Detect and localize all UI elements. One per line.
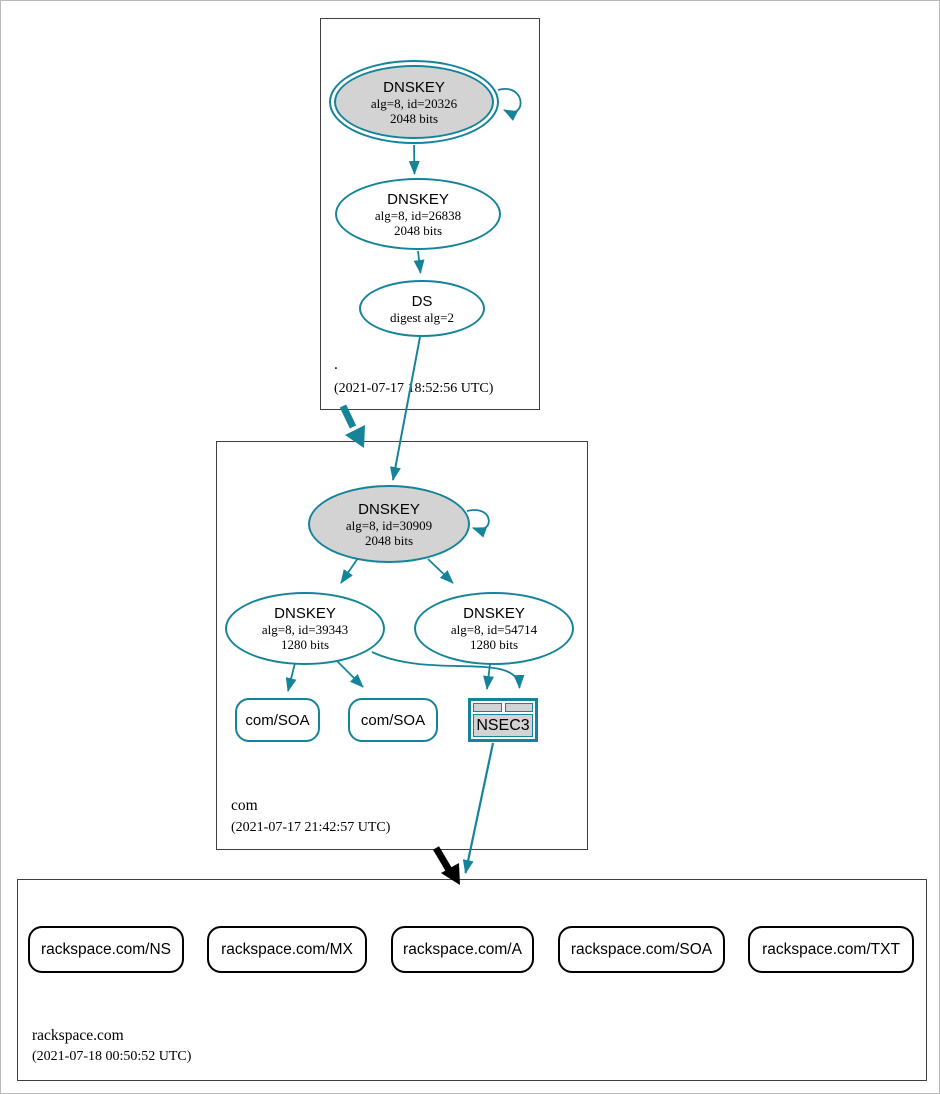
node-title: DNSKEY (358, 500, 420, 518)
zone-timestamp-com: (2021-07-17 21:42:57 UTC) (231, 820, 391, 835)
node-bits: 2048 bits (389, 110, 439, 126)
rrset-com-soa-1: com/SOA (235, 698, 320, 742)
dnskey-com-zsk-right: DNSKEY alg=8, id=54714 1280 bits (414, 592, 574, 665)
rrset-rackspace-soa: rackspace.com/SOA (558, 926, 725, 973)
zone-label-rackspace: rackspace.com (32, 1027, 124, 1044)
node-title: DNSKEY (383, 78, 445, 96)
dnskey-com-ksk: DNSKEY alg=8, id=30909 2048 bits (308, 485, 470, 563)
node-alg-id: alg=8, id=26838 (374, 207, 462, 223)
node-bits: 2048 bits (393, 222, 443, 238)
nsec3-cell-right (504, 703, 533, 712)
zone-timestamp-rackspace: (2021-07-18 00:50:52 UTC) (32, 1049, 192, 1064)
dnskey-root-zsk: DNSKEY alg=8, id=26838 2048 bits (335, 178, 501, 250)
ds-root: DS digest alg=2 (359, 280, 485, 337)
dnskey-root-ksk-inner: DNSKEY alg=8, id=20326 2048 bits (334, 65, 494, 139)
node-bits: 1280 bits (469, 637, 519, 652)
node-title: DNSKEY (463, 605, 525, 622)
dnskey-com-zsk-left: DNSKEY alg=8, id=39343 1280 bits (225, 592, 385, 665)
node-alg-id: alg=8, id=20326 (370, 95, 458, 111)
dnskey-root-ksk: DNSKEY alg=8, id=20326 2048 bits (329, 60, 499, 144)
node-title: DS (411, 292, 433, 310)
nsec3-cell-left (473, 703, 502, 712)
zone-label-com: com (231, 797, 258, 814)
rrset-rackspace-a: rackspace.com/A (391, 926, 534, 973)
nsec3-node: NSEC3 (468, 698, 538, 742)
rrset-rackspace-ns: rackspace.com/NS (28, 926, 184, 973)
node-alg-id: alg=8, id=39343 (261, 622, 349, 637)
nsec3-label: NSEC3 (473, 714, 533, 737)
node-title: DNSKEY (387, 190, 449, 208)
node-alg-id: alg=8, id=54714 (450, 622, 538, 637)
rrset-rackspace-mx: rackspace.com/MX (207, 926, 367, 973)
zone-box-rackspace (17, 879, 927, 1081)
zone-box-root (320, 18, 540, 410)
zone-timestamp-root: (2021-07-17 18:52:56 UTC) (334, 381, 494, 396)
rrset-rackspace-txt: rackspace.com/TXT (748, 926, 914, 973)
node-title: DNSKEY (274, 605, 336, 622)
edge-delegation-com-rackspace-shaft (432, 846, 453, 872)
rrset-com-soa-2: com/SOA (348, 698, 438, 742)
node-bits: 1280 bits (280, 637, 330, 652)
node-alg-id: alg=8, id=30909 (345, 517, 433, 533)
nsec3-header-row (473, 703, 533, 712)
zone-label-root: . (334, 356, 338, 373)
node-digest: digest alg=2 (389, 309, 455, 325)
node-bits: 2048 bits (364, 532, 414, 548)
